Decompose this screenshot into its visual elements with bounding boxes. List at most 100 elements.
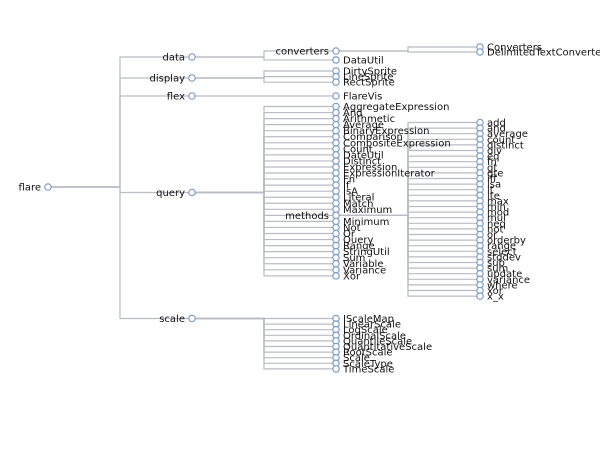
node-circle[interactable] xyxy=(332,102,340,111)
node-circle[interactable] xyxy=(188,53,196,61)
link-display-to-rectsprite xyxy=(195,77,333,83)
node-circle[interactable] xyxy=(332,108,340,117)
node-fn[interactable]: fn xyxy=(476,157,497,168)
node-circle[interactable] xyxy=(332,132,340,141)
node-circle[interactable] xyxy=(332,241,340,250)
node-data[interactable]: data xyxy=(162,53,196,64)
node-display[interactable]: display xyxy=(149,74,196,85)
node-dateutil[interactable]: DateUtil xyxy=(332,150,384,161)
node-label: AggregateExpression xyxy=(343,102,449,113)
node-circle[interactable] xyxy=(188,314,196,323)
node-circle[interactable] xyxy=(332,193,340,202)
node-query[interactable]: Query xyxy=(332,235,374,246)
node-maximum[interactable]: Maximum xyxy=(332,205,392,216)
node-label: Scale xyxy=(343,353,370,364)
node-label: RectSprite xyxy=(343,78,395,89)
node-label: LinearScale xyxy=(343,320,401,331)
node-circle[interactable] xyxy=(332,265,340,274)
node-circle[interactable] xyxy=(332,78,340,87)
node-circle[interactable] xyxy=(332,157,340,165)
node-circle[interactable] xyxy=(332,253,340,262)
node-circle[interactable] xyxy=(332,272,340,280)
node-isa[interactable]: IsA xyxy=(332,187,358,198)
node-circle[interactable] xyxy=(332,126,340,135)
node-query[interactable]: query xyxy=(156,188,196,199)
node-quantitativescale[interactable]: QuantitativeScale xyxy=(332,342,432,353)
node-orderby[interactable]: orderby xyxy=(476,236,526,247)
node-circle[interactable] xyxy=(332,223,340,232)
link-flare-to-flex xyxy=(51,95,189,188)
node-label: If xyxy=(343,181,350,192)
node-circle[interactable] xyxy=(332,235,340,244)
node-flex[interactable]: flex xyxy=(167,92,196,103)
node-circle[interactable] xyxy=(332,151,340,159)
node-minimum[interactable]: Minimum xyxy=(332,217,390,228)
node-circle[interactable] xyxy=(332,181,340,189)
node-circle[interactable] xyxy=(332,47,340,55)
link-methods-to-x-x xyxy=(339,214,477,297)
node-timescale[interactable]: TimeScale xyxy=(332,364,395,375)
node-label: display xyxy=(149,74,185,85)
node-label: not xyxy=(487,224,503,235)
node-label: Converters xyxy=(487,43,542,54)
node-label: OrdinalScale xyxy=(343,331,406,342)
node-label: Distinct xyxy=(343,156,381,167)
node-aggregateexpression[interactable]: AggregateExpression xyxy=(332,102,450,113)
node-rectsprite[interactable]: RectSprite xyxy=(332,78,395,89)
node-label: IsA xyxy=(343,187,358,198)
node-x-x[interactable]: x_x xyxy=(476,292,504,303)
node-circle[interactable] xyxy=(476,292,484,300)
node-label: and xyxy=(487,124,506,135)
node-circle[interactable] xyxy=(332,175,340,183)
node-circle[interactable] xyxy=(332,145,340,153)
node-label: Comparison xyxy=(343,132,403,143)
node-mul[interactable]: mul xyxy=(476,213,506,224)
node-circle[interactable] xyxy=(332,169,340,177)
node-circle[interactable] xyxy=(188,74,196,82)
node-datautil[interactable]: DataUtil xyxy=(332,55,384,66)
node-flarevis[interactable]: FlareVis xyxy=(332,92,383,103)
node-circle[interactable] xyxy=(332,120,340,129)
node-circle[interactable] xyxy=(332,163,340,171)
node-label: fn xyxy=(487,157,497,168)
node-and[interactable]: and xyxy=(476,124,506,135)
node-circle[interactable] xyxy=(332,229,340,238)
node-label: scale xyxy=(159,314,185,325)
node-label: IScaleMap xyxy=(343,314,394,325)
node-circle[interactable] xyxy=(332,187,340,195)
node-flare[interactable]: flare xyxy=(19,183,52,194)
node-circle[interactable] xyxy=(332,365,340,373)
link-scale-to-timescale xyxy=(195,317,333,370)
node-label: isa xyxy=(487,180,501,191)
node-label: RootScale xyxy=(343,348,393,359)
node-circle[interactable] xyxy=(44,183,52,191)
node-circle[interactable] xyxy=(476,48,484,56)
node-label: CompositeExpression xyxy=(343,138,451,149)
node-circle[interactable] xyxy=(332,56,340,64)
node-label: where xyxy=(487,280,518,291)
node-converters[interactable]: converters xyxy=(275,47,340,58)
node-circle[interactable] xyxy=(188,188,196,197)
node-circle[interactable] xyxy=(332,217,340,226)
node-xor[interactable]: Xor xyxy=(332,271,361,282)
node-circle[interactable] xyxy=(332,138,340,147)
node-circle[interactable] xyxy=(332,205,340,214)
node-dirtysprite[interactable]: DirtySprite xyxy=(332,67,397,78)
node-circle[interactable] xyxy=(332,114,340,123)
node-label: Maximum xyxy=(343,205,392,216)
node-delimitedtextconverter[interactable]: DelimitedTextConverter xyxy=(476,48,600,59)
node-circle[interactable] xyxy=(332,247,340,256)
node-label: Average xyxy=(343,120,384,131)
node-label: Or xyxy=(343,229,356,240)
node-circle[interactable] xyxy=(332,211,340,220)
node-circle[interactable] xyxy=(332,199,340,208)
node-min[interactable]: min xyxy=(476,202,506,213)
node-scale[interactable]: scale xyxy=(159,314,196,325)
node-circle[interactable] xyxy=(332,259,340,268)
node-methods[interactable]: methods xyxy=(285,211,340,222)
node-circle[interactable] xyxy=(332,92,340,100)
node-label: variance xyxy=(487,275,530,286)
node-average[interactable]: Average xyxy=(332,120,384,131)
node-circle[interactable] xyxy=(188,92,196,100)
